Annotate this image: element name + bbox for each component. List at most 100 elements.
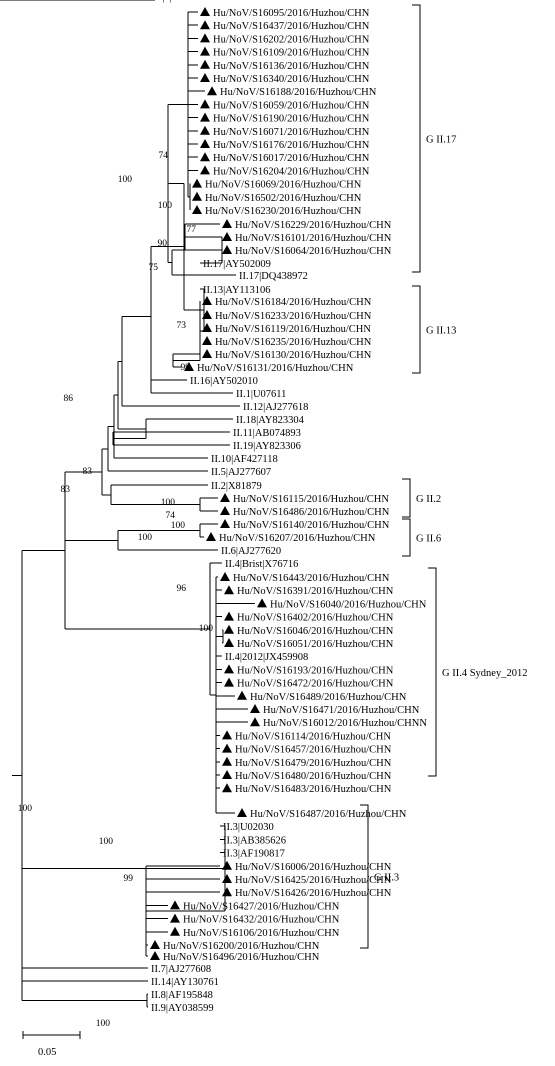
triangle-marker-icon bbox=[200, 7, 210, 16]
triangle-marker-icon bbox=[220, 572, 230, 581]
leaf: Hu/NoV/S16483/2016/Huzhou/CHN bbox=[222, 783, 392, 795]
leaf: II.8|AF195848 bbox=[151, 990, 213, 1001]
leaf-label: Hu/NoV/S16101/2016/Huzhou/CHN bbox=[235, 233, 392, 244]
leaf-label: Hu/NoV/S16109/2016/Huzhou/CHN bbox=[213, 48, 370, 59]
leaf-label: I.1|M87661 bbox=[158, 0, 207, 3]
group-bracket-line bbox=[360, 804, 369, 949]
leaf-label: Hu/NoV/S16402/2016/Huzhou/CHN bbox=[237, 613, 394, 624]
leaf: Hu/NoV/S16471/2016/Huzhou/CHN bbox=[250, 704, 420, 716]
triangle-marker-icon bbox=[200, 20, 210, 30]
leaf: II.18|AY823304 bbox=[236, 415, 305, 426]
leaf: Hu/NoV/S16437/2016/Huzhou/CHN bbox=[200, 20, 370, 32]
leaf-label: Hu/NoV/S16426/2016/Huzhou/CHN bbox=[235, 888, 392, 899]
bootstrap-value: 75 bbox=[149, 263, 159, 273]
triangle-marker-icon bbox=[200, 33, 210, 43]
leaf-label: Hu/NoV/S16483/2016/Huzhou/CHN bbox=[235, 784, 392, 795]
tree-branches bbox=[0, 0, 255, 1008]
leaf: Hu/NoV/S16176/2016/Huzhou/CHN bbox=[200, 139, 370, 151]
leaf-label: Hu/NoV/S16006/2016/Huzhou/CHN bbox=[235, 862, 392, 873]
leaf-label: II.7|AJ277608 bbox=[151, 964, 211, 975]
leaf-label: Hu/NoV/S16425/2016/Huzhou/CHN bbox=[235, 875, 392, 886]
leaf-label: Hu/NoV/S16176/2016/Huzhou/CHN bbox=[213, 140, 370, 151]
leaf-label: II.18|AY823304 bbox=[236, 415, 305, 426]
leaf-label: Hu/NoV/S16095/2016/Huzhou/CHN bbox=[213, 8, 370, 19]
leaf: Hu/NoV/S16059/2016/Huzhou/CHN bbox=[200, 99, 370, 111]
leaf-label: Hu/NoV/S16207/2016/Huzhou/CHN bbox=[219, 533, 376, 544]
group-label: G II.6 bbox=[416, 534, 441, 545]
triangle-marker-icon bbox=[192, 178, 202, 188]
leaf: II.3|U02030 bbox=[223, 822, 274, 833]
group-bracket: G II.17 bbox=[412, 4, 456, 273]
group-bracket: G II.2 bbox=[402, 478, 441, 518]
triangle-marker-icon bbox=[200, 139, 210, 148]
bootstrap-value: 86 bbox=[64, 394, 74, 404]
leaf-label: Hu/NoV/S16230/2016/Huzhou/CHN bbox=[205, 206, 362, 217]
leaf-label: Hu/NoV/S16136/2016/Huzhou/CHN bbox=[213, 61, 370, 72]
leaf-label: Hu/NoV/S16106/2016/Huzhou/CHN bbox=[183, 928, 340, 939]
bootstrap-value: 90 bbox=[158, 239, 168, 249]
leaf: II.10|AF427118 bbox=[211, 454, 278, 465]
leaf-label: Hu/NoV/S16471/2016/Huzhou/CHN bbox=[263, 705, 420, 716]
bootstrap-value: 74 bbox=[159, 151, 169, 161]
triangle-marker-icon bbox=[220, 506, 230, 515]
leaf: Hu/NoV/S16480/2016/Huzhou/CHN bbox=[222, 770, 392, 782]
leaf: II.4|Brist|X76716 bbox=[225, 559, 298, 570]
leaf-label: Hu/NoV/S16114/2016/Huzhou/CHN bbox=[235, 731, 391, 742]
triangle-marker-icon bbox=[170, 926, 180, 936]
group-bracket: G II.4 Sydney_2012 bbox=[428, 567, 527, 777]
triangle-marker-icon bbox=[224, 585, 234, 595]
triangle-marker-icon bbox=[200, 99, 210, 109]
triangle-marker-icon bbox=[200, 112, 210, 122]
leaf: Hu/NoV/S16391/2016/Huzhou/CHN bbox=[224, 585, 394, 597]
leaf: II.11|AB074893 bbox=[233, 428, 301, 439]
leaf-label: Hu/NoV/S16012/2016/Huzhou/CHNN bbox=[263, 718, 427, 729]
triangle-marker-icon bbox=[200, 165, 210, 175]
leaf: Hu/NoV/S16006/2016/Huzhou/CHN bbox=[222, 860, 392, 873]
leaf-label: II.13|AY113106 bbox=[203, 285, 271, 296]
leaf: II.17|AY502009 bbox=[203, 259, 271, 270]
leaf-label: Hu/NoV/S16046/2016/Huzhou/CHN bbox=[237, 626, 394, 637]
triangle-marker-icon bbox=[224, 624, 234, 634]
leaf-label: II.10|AF427118 bbox=[211, 454, 278, 465]
leaf: Hu/NoV/S16230/2016/Huzhou/CHN bbox=[192, 205, 362, 217]
leaf: II.1|U07611 bbox=[236, 389, 286, 400]
triangle-marker-icon bbox=[170, 900, 180, 910]
bootstrap-values: 7410010075907773998683831007410010096100… bbox=[18, 151, 214, 1029]
leaf-label: Hu/NoV/S16190/2016/Huzhou/CHN bbox=[213, 114, 370, 125]
triangle-marker-icon bbox=[200, 152, 210, 162]
leaf: Hu/NoV/S16114/2016/Huzhou/CHN bbox=[222, 730, 391, 742]
leaf-label: Hu/NoV/S16391/2016/Huzhou/CHN bbox=[237, 586, 394, 597]
leaf-label: Hu/NoV/S16115/2016/Huzhou/CHN bbox=[233, 494, 389, 505]
leaf-label: Hu/NoV/S16437/2016/Huzhou/CHN bbox=[213, 21, 370, 32]
genotype-groups: G II.17G II.13G II.2G II.6G II.4 Sydney_… bbox=[360, 4, 527, 949]
leaf-label: Hu/NoV/S16184/2016/Huzhou/CHN bbox=[215, 297, 372, 308]
triangle-marker-icon bbox=[220, 493, 230, 502]
leaf: Hu/NoV/S16046/2016/Huzhou/CHN bbox=[224, 624, 394, 637]
triangle-marker-icon bbox=[222, 245, 232, 254]
triangle-marker-icon bbox=[206, 532, 216, 541]
triangle-marker-icon bbox=[222, 887, 232, 897]
leaf-label: Hu/NoV/S16489/2016/Huzhou/CHN bbox=[250, 692, 407, 703]
bootstrap-value: 100 bbox=[96, 1019, 111, 1029]
leaf-label: II.11|AB074893 bbox=[233, 428, 301, 439]
leaf-label: Hu/NoV/S16472/2016/Huzhou/CHN bbox=[237, 679, 394, 690]
leaf-label: Hu/NoV/S16131/2016/Huzhou/CHN bbox=[197, 363, 354, 374]
leaf-label: II.17|AY502009 bbox=[203, 259, 271, 270]
bootstrap-value: 100 bbox=[161, 498, 176, 508]
leaf: Hu/NoV/S16432/2016/Huzhou/CHN bbox=[170, 913, 340, 926]
leaf: Hu/NoV/S16340/2016/Huzhou/CHN bbox=[200, 73, 370, 85]
leaf: Hu/NoV/S16193/2016/Huzhou/CHN bbox=[224, 664, 394, 676]
leaf: II.13|AY113106 bbox=[203, 285, 271, 296]
bootstrap-value: 100 bbox=[158, 201, 173, 211]
leaf: Hu/NoV/S16064/2016/Huzhou/CHN bbox=[222, 245, 392, 257]
bootstrap-value: 74 bbox=[166, 511, 176, 521]
triangle-marker-icon bbox=[222, 219, 232, 228]
leaf-label: Hu/NoV/S16457/2016/Huzhou/CHN bbox=[235, 745, 392, 756]
leaf-label: Hu/NoV/S16017/2016/Huzhou/CHN bbox=[213, 153, 370, 164]
leaf: Hu/NoV/S16487/2016/Huzhou/CHN bbox=[237, 808, 407, 820]
leaf: Hu/NoV/S16457/2016/Huzhou/CHN bbox=[222, 743, 392, 756]
group-label: G II.17 bbox=[426, 135, 456, 146]
triangle-marker-icon bbox=[222, 232, 232, 241]
leaf-label: Hu/NoV/S16479/2016/Huzhou/CHN bbox=[235, 758, 392, 769]
